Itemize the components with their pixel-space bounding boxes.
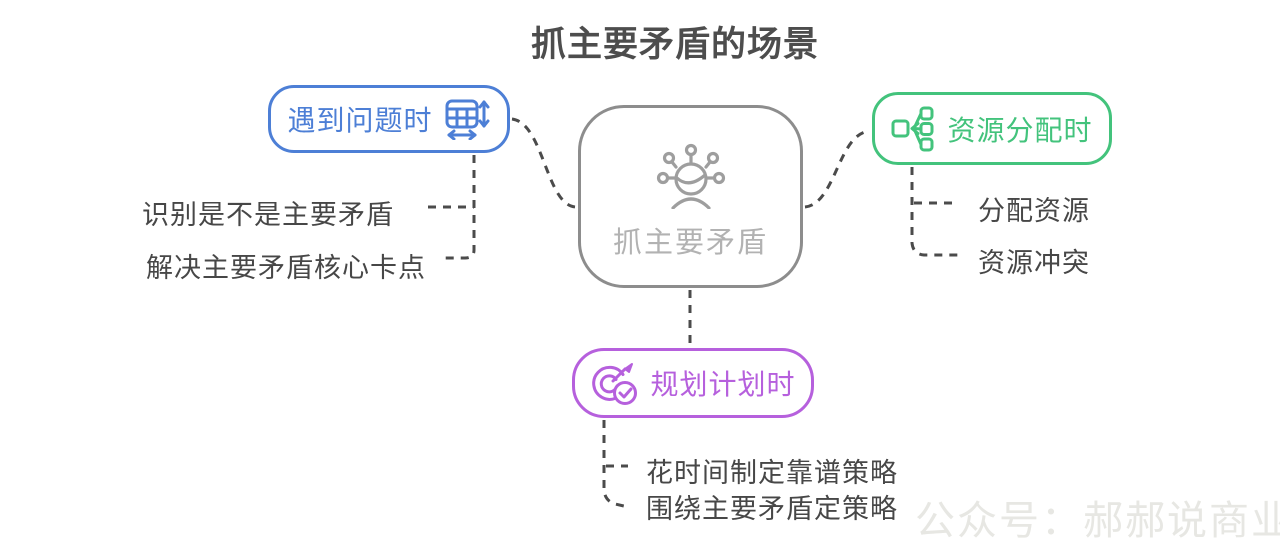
planning-item-2: 围绕主要矛盾定策略 <box>646 494 898 524</box>
node-planning: 规划计划时 <box>572 348 814 418</box>
connector-resource-items-trunk <box>910 167 962 257</box>
node-planning-label: 规划计划时 <box>650 369 796 400</box>
node-resource: 资源分配时 <box>872 92 1112 165</box>
connector-problem-to-center <box>511 117 577 209</box>
distribute-icon <box>891 106 934 151</box>
watermark: 公众号：郝郝说商业 <box>915 499 1280 543</box>
problem-item-1: 识别是不是主要矛盾 <box>142 200 394 230</box>
node-resource-label: 资源分配时 <box>947 114 1093 146</box>
resource-item-2: 资源冲突 <box>978 248 1090 278</box>
center-node: 抓主要矛盾 <box>578 105 803 288</box>
target-check-icon <box>592 363 638 405</box>
node-problem: 遇到问题时 <box>268 85 510 153</box>
problem-item-2: 解决主要矛盾核心卡点 <box>146 253 426 283</box>
connector-planning-items-trunk <box>602 420 629 509</box>
node-problem-label: 遇到问题时 <box>287 105 433 136</box>
table-adjust-icon <box>445 99 489 140</box>
planning-item-1: 花时间制定靠谱策略 <box>646 458 898 488</box>
connector-problem-items-trunk <box>442 155 476 260</box>
resource-item-1: 分配资源 <box>978 196 1090 226</box>
connector-center-to-resource <box>804 129 871 209</box>
center-node-label: 抓主要矛盾 <box>612 226 768 259</box>
diagram-title: 抓主要矛盾的场景 <box>530 25 820 64</box>
brainstorm-person-icon <box>656 143 725 209</box>
